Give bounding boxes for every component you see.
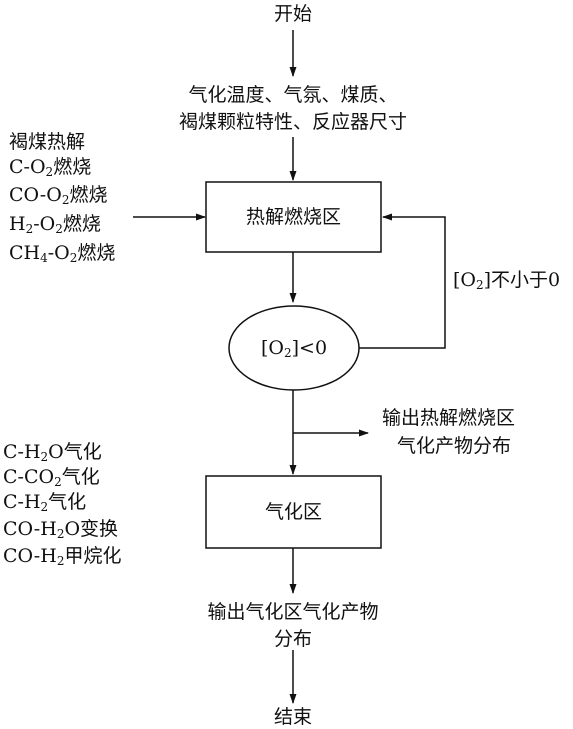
decision-ellipse [228, 305, 360, 391]
loop-condition-label: [O2]不小于0 [453, 269, 561, 292]
output-1-line-1: 输出热解燃烧区 [382, 407, 516, 429]
pyrolysis-zone-box [205, 181, 382, 253]
gasification-reaction-4: CO-H2O变换 [3, 518, 119, 541]
arrow-loop-back [359, 213, 446, 349]
pyrolysis-reaction-4: H2-O2燃烧 [9, 213, 101, 236]
output-2-line-1: 输出气化区气化产物 [207, 601, 379, 623]
start-label: 开始 [273, 3, 312, 25]
output-2-line-2: 分布 [273, 628, 312, 650]
decision-label: [O2]<0 [260, 337, 328, 360]
pyrolysis-reaction-1: 褐煤热解 [9, 131, 86, 153]
conditions-line-2: 褐煤颗粒特性、反应器尺寸 [178, 111, 407, 133]
output-1-line-2: 气化产物分布 [397, 435, 512, 457]
pyrolysis-zone-label: 热解燃烧区 [245, 206, 341, 228]
gasification-reaction-3: C-H2气化 [3, 491, 87, 514]
conditions-line-1: 气化温度、气氛、煤质、 [188, 84, 398, 106]
gasification-reaction-2: C-CO2气化 [3, 466, 100, 489]
pyrolysis-reaction-2: C-O2燃烧 [9, 156, 92, 179]
pyrolysis-reaction-3: CO-O2燃烧 [9, 184, 108, 207]
pyrolysis-reaction-5: CH4-O2燃烧 [9, 242, 116, 265]
end-label: 结束 [273, 706, 312, 728]
gasification-zone-label: 气化区 [264, 501, 322, 523]
gasification-reaction-1: C-H2O气化 [3, 441, 102, 464]
gasification-zone-box [205, 475, 382, 549]
gasification-reaction-5: CO-H2甲烷化 [3, 545, 122, 568]
